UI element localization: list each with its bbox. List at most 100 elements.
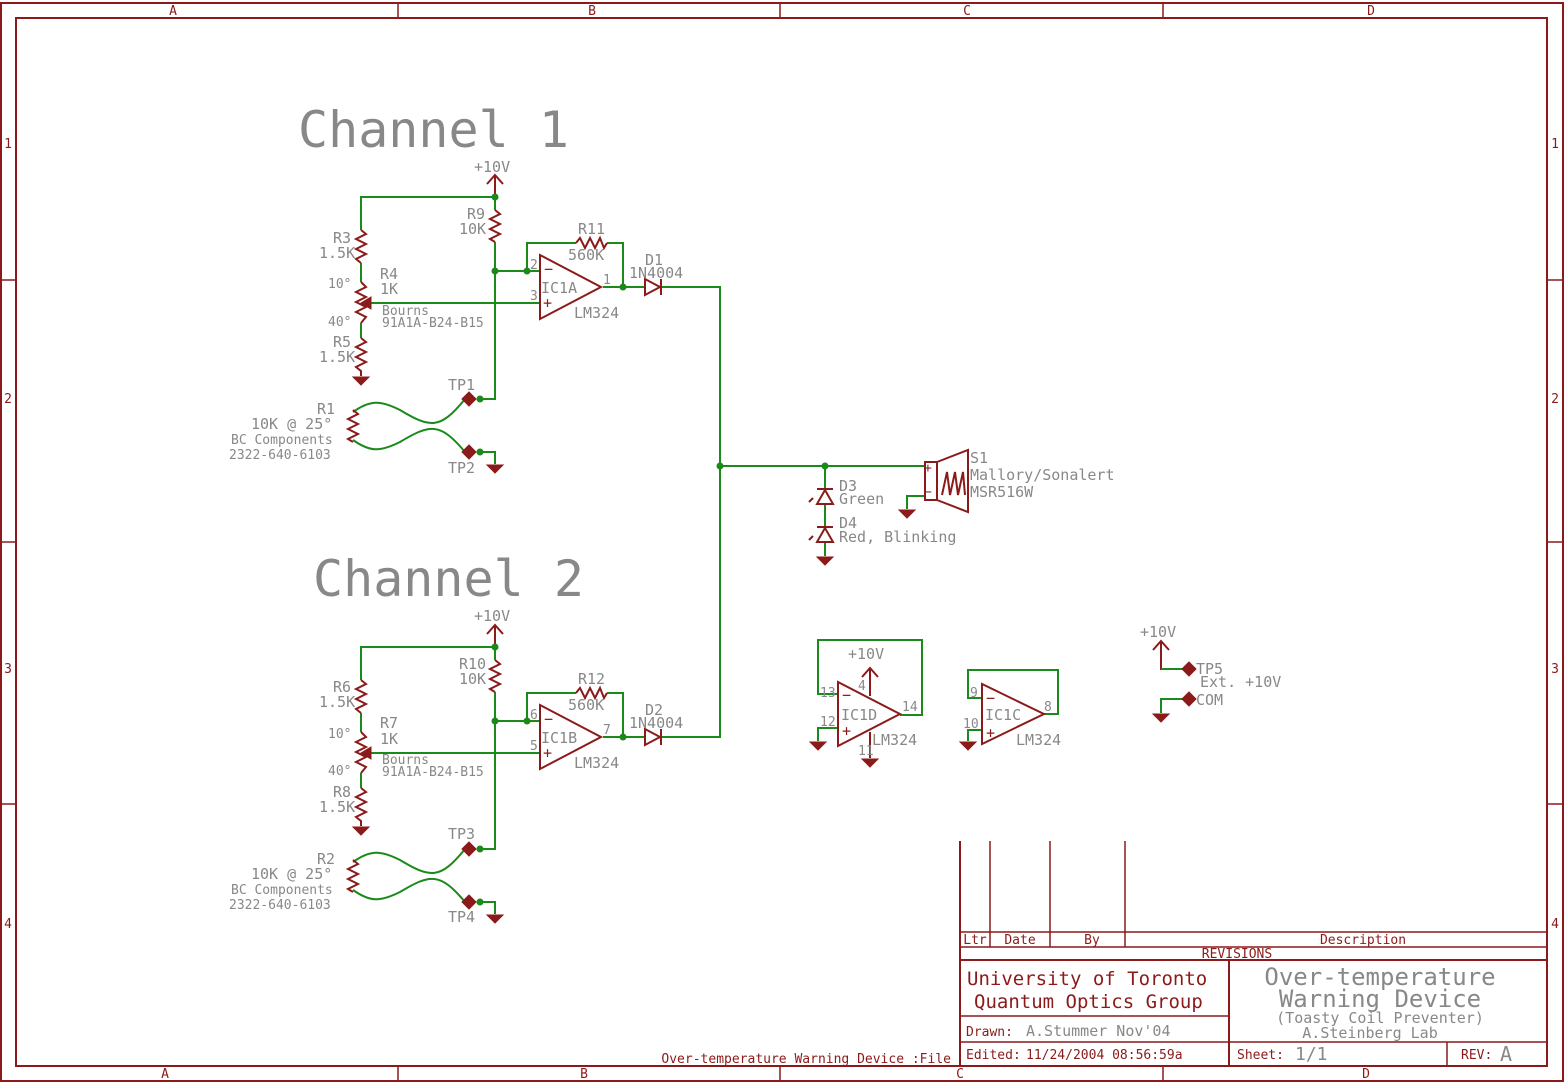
pot-value: 1K [380, 280, 398, 298]
svg-text:−: − [842, 686, 851, 704]
wire [494, 692, 527, 722]
pot-value: 1K [380, 730, 398, 748]
row-label-4: 4 [4, 917, 12, 932]
row-label-4-right: 4 [1551, 917, 1559, 932]
opamp-symbol [539, 253, 604, 321]
rev-header-ltr: Ltr [963, 933, 987, 948]
pin-number: 4 [858, 679, 866, 694]
wire [662, 700, 721, 738]
resistor-value: 10K [459, 670, 486, 688]
diode-name: D2 [645, 701, 663, 719]
channel-2-title: Channel 2 [313, 550, 584, 608]
pin-number: 14 [902, 700, 918, 715]
svg-text:−: − [544, 710, 553, 728]
led-value: Green [839, 490, 884, 508]
test-point-icon [461, 444, 477, 460]
organization-line-2: Quantum Optics Group [974, 991, 1203, 1013]
supply-symbol [861, 666, 879, 678]
thermistor-part: 2322-640-6103 [229, 448, 331, 463]
resistor-name: R8 [333, 783, 351, 801]
pot-part: 91A1A-B24-B15 [382, 316, 484, 331]
diode-part: 1N4004 [629, 714, 683, 732]
pin-number: 3 [530, 289, 538, 304]
edited-value: 11/24/2004 08:56:59a [1026, 1048, 1183, 1063]
thermistor-value: 10K @ 25° [251, 865, 332, 883]
resistor-symbol [575, 235, 608, 251]
opamp-part: LM324 [872, 731, 917, 749]
rev-header-description: Description [1320, 933, 1406, 948]
svg-text:−: − [924, 485, 932, 500]
opamp-symbol [539, 703, 604, 771]
svg-text:+: + [986, 724, 995, 742]
opamp-name: IC1A [541, 279, 577, 297]
resistor-value: 1.5K [319, 348, 355, 366]
wire [352, 428, 466, 453]
column-label-c: C [963, 4, 971, 19]
channel-1-title: Channel 1 [298, 101, 569, 159]
pin-number: 10 [963, 717, 979, 732]
supply-label: +10V [848, 645, 884, 663]
wiper-arrow-icon [360, 746, 372, 760]
column-label-b: B [588, 4, 596, 19]
pot-bottom-label: 40° [328, 315, 351, 330]
com-label: COM [1196, 691, 1223, 709]
wire [906, 495, 925, 509]
pin-number: 11 [858, 744, 874, 759]
test-point-label: TP2 [448, 459, 475, 477]
svg-text:−: − [544, 260, 553, 278]
opamp-part: LM324 [574, 754, 619, 772]
channel-1: Channel 1 +10V R9 10K [229, 101, 721, 736]
buzzer-mfr: Mallory/Sonalert [970, 466, 1115, 484]
wire [480, 901, 496, 914]
thermistor-symbol [345, 859, 361, 893]
title-block: Ltr Date By Description REVISIONS Univer… [959, 841, 1547, 1066]
edited-label: Edited: [966, 1048, 1021, 1063]
drawing-title-line-2: Warning Device [1279, 985, 1481, 1013]
svg-text:+: + [543, 294, 552, 312]
opamp-name: IC1C [985, 706, 1021, 724]
column-label-a-bottom: A [161, 1067, 169, 1082]
test-point-icon [461, 894, 477, 910]
thermistor-name: R1 [317, 400, 335, 418]
drawing-title-line-1: Over-temperature [1264, 963, 1495, 991]
row-label-2-right: 2 [1551, 392, 1559, 407]
svg-text:+: + [543, 744, 552, 762]
pin-number: 1 [603, 273, 611, 288]
diode-name: D1 [645, 251, 663, 269]
wire [360, 196, 496, 230]
opamp-name: IC1B [541, 729, 577, 747]
resistor-value: 1.5K [319, 798, 355, 816]
pot-top-label: 10° [328, 277, 351, 292]
wire [352, 398, 466, 424]
pot-mfr: Bourns [382, 753, 429, 768]
rev-header-by: By [1084, 933, 1100, 948]
column-label-b-bottom: B [580, 1067, 588, 1082]
resistor-name: R6 [333, 678, 351, 696]
column-label-a: A [169, 4, 177, 19]
pin-number: 7 [603, 723, 611, 738]
thermistor-part: 2322-640-6103 [229, 898, 331, 913]
pin-number: 2 [530, 258, 538, 273]
thermistor-mfr: BC Components [231, 883, 333, 898]
pot-name: R4 [380, 265, 398, 283]
wire [967, 729, 982, 741]
buzzer-name: S1 [970, 449, 988, 467]
supply-symbol [1152, 639, 1170, 651]
diode-part: 1N4004 [629, 264, 683, 282]
resistor-name: R12 [578, 670, 605, 688]
thermistor-value: 10K @ 25° [251, 415, 332, 433]
rev-value: A [1500, 1042, 1512, 1066]
rev-header-date: Date [1004, 933, 1035, 948]
row-label-3: 3 [4, 662, 12, 677]
drawn-label: Drawn: [966, 1025, 1013, 1040]
resistor-value: 560K [568, 696, 604, 714]
resistor-value: 560K [568, 246, 604, 264]
wire [607, 692, 624, 737]
sheet-value: 1/1 [1295, 1044, 1328, 1065]
column-label-d-bottom: D [1362, 1067, 1370, 1082]
pin-number: 5 [530, 739, 538, 754]
wire [526, 692, 576, 721]
led-value: Red, Blinking [839, 528, 956, 546]
output-stage: + − S1 Mallory/Sonalert MSR516W D3 Green… [716, 448, 1115, 566]
